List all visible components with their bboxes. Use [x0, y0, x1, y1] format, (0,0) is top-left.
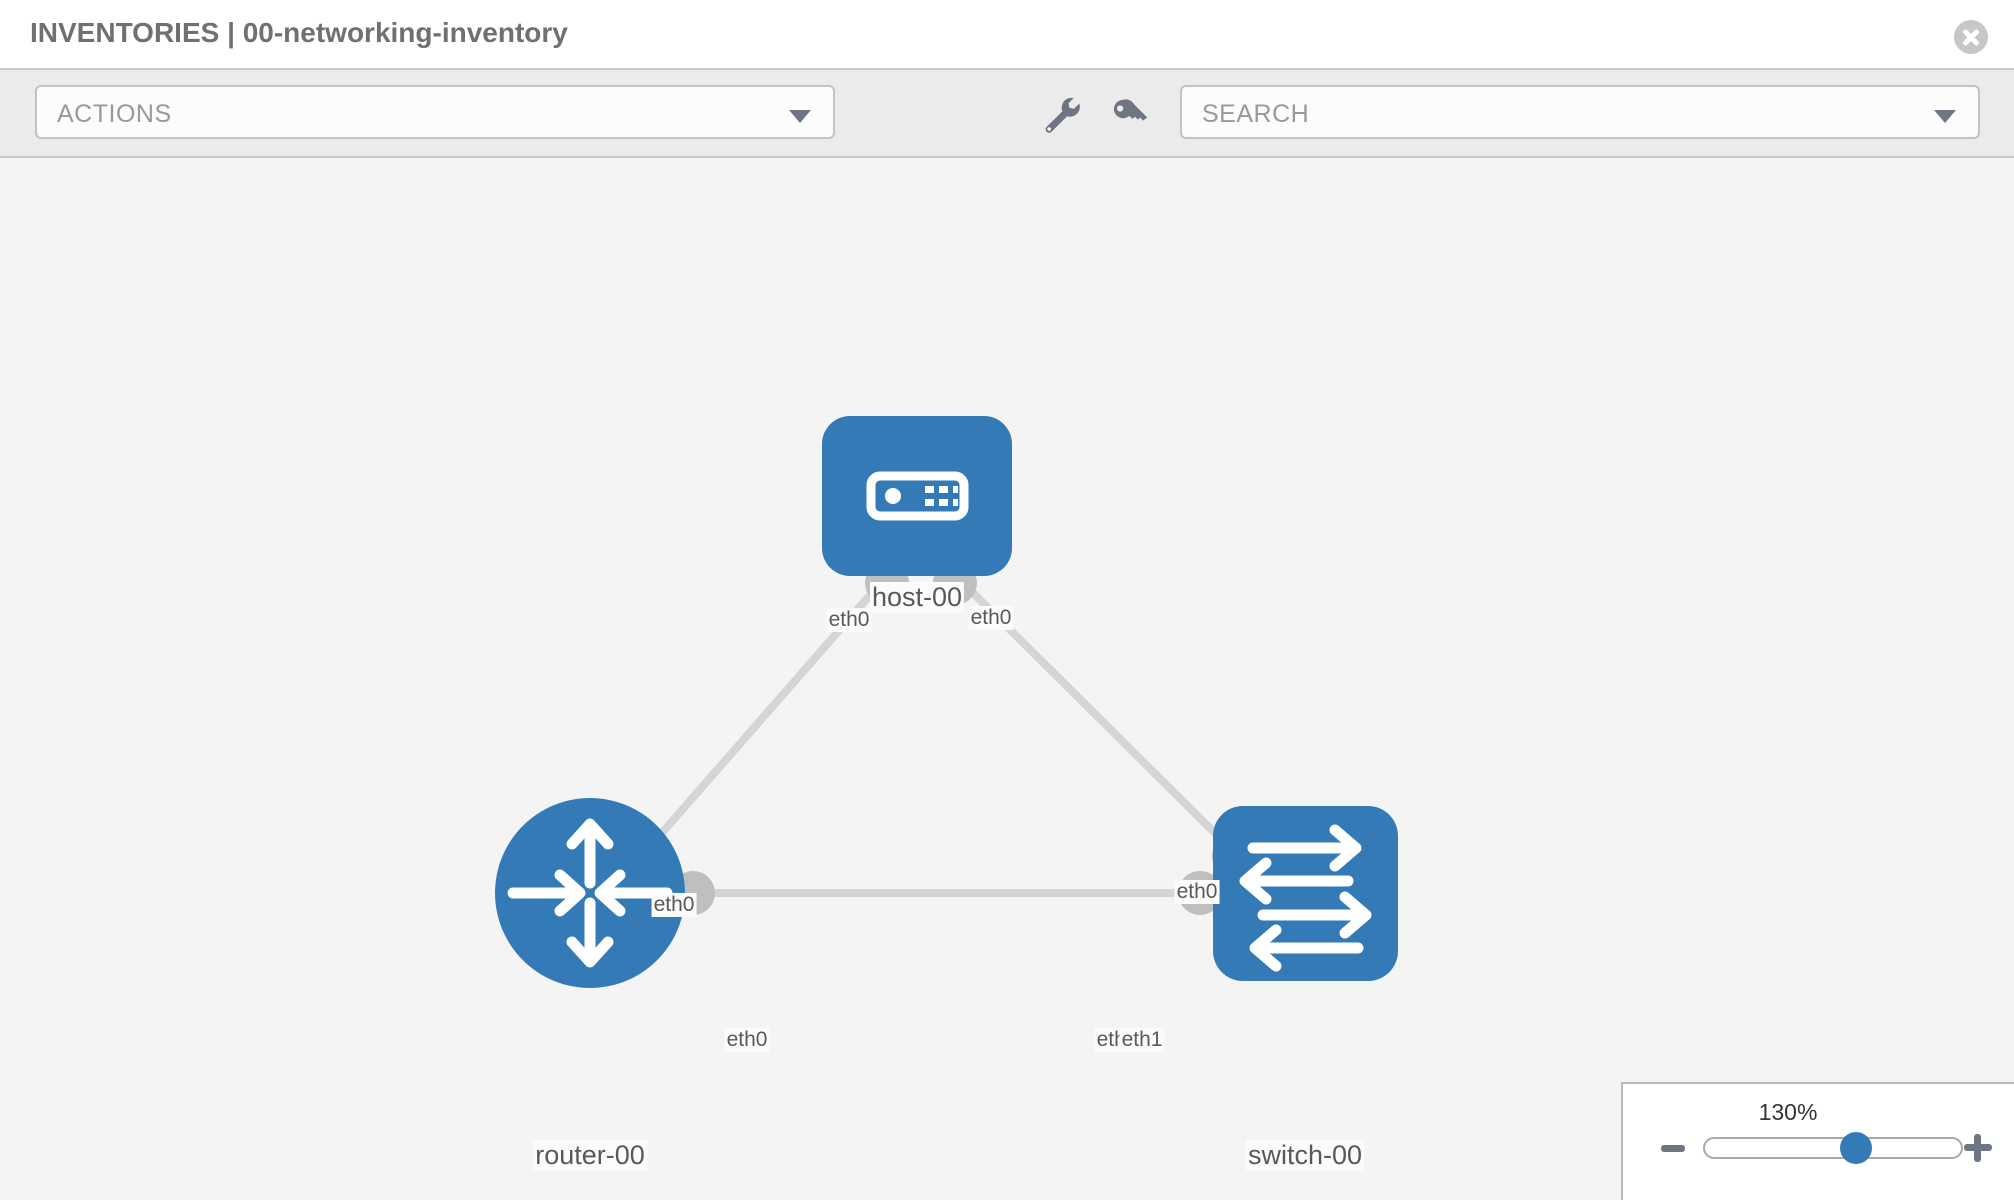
- topology-edges: [636, 575, 1243, 897]
- plus-icon-vertical: [1974, 1134, 1981, 1162]
- node-switch-00[interactable]: [1213, 806, 1398, 981]
- chevron-down-icon[interactable]: [1934, 110, 1956, 123]
- search-placeholder: SEARCH: [1202, 100, 1310, 128]
- iface-label-router00-uplink: eth0: [651, 893, 697, 917]
- topology-canvas[interactable]: host-00 router-00 switch-00 eth0 eth0 et…: [0, 158, 2014, 1200]
- topology-connectors: [671, 561, 1256, 915]
- node-label-host-00: host-00: [869, 582, 965, 613]
- iface-label-switch00-uplink: eth0: [1174, 880, 1220, 904]
- wrench-icon[interactable]: [1040, 92, 1084, 136]
- iface-label-host00-right: eth0: [968, 606, 1014, 630]
- page-header: INVENTORIES | 00-networking-inventory: [0, 0, 2014, 70]
- iface-label-switch00-eth1: eth1: [1119, 1028, 1165, 1052]
- chevron-down-icon: [789, 110, 811, 123]
- close-icon[interactable]: [1954, 20, 1988, 54]
- toolbar: ACTIONS SEARCH: [0, 70, 2014, 158]
- node-router-00[interactable]: [495, 798, 685, 988]
- iface-label-router00-eth0: eth0: [724, 1028, 770, 1052]
- iface-label-host00-left: eth0: [826, 608, 872, 632]
- server-icon: [866, 471, 969, 521]
- node-label-switch-00: switch-00: [1245, 1140, 1365, 1171]
- zoom-control-panel: 130%: [1621, 1082, 2014, 1200]
- actions-dropdown[interactable]: ACTIONS: [35, 85, 835, 139]
- key-icon[interactable]: [1108, 92, 1152, 136]
- node-host-00[interactable]: [822, 416, 1012, 576]
- switch-arrows-icon: [1239, 824, 1372, 972]
- zoom-slider-thumb[interactable]: [1839, 1132, 1872, 1164]
- zoom-out-button[interactable]: [1661, 1145, 1685, 1152]
- node-label-router-00: router-00: [533, 1140, 647, 1171]
- zoom-in-button[interactable]: [1964, 1134, 1992, 1162]
- actions-dropdown-label: ACTIONS: [57, 100, 172, 128]
- zoom-percent-label: 130%: [1758, 1099, 1818, 1125]
- topology-svg: [495, 416, 1398, 988]
- zoom-slider-track[interactable]: [1703, 1137, 1963, 1159]
- page-title: INVENTORIES | 00-networking-inventory: [30, 17, 568, 48]
- search-input[interactable]: SEARCH: [1180, 85, 1980, 139]
